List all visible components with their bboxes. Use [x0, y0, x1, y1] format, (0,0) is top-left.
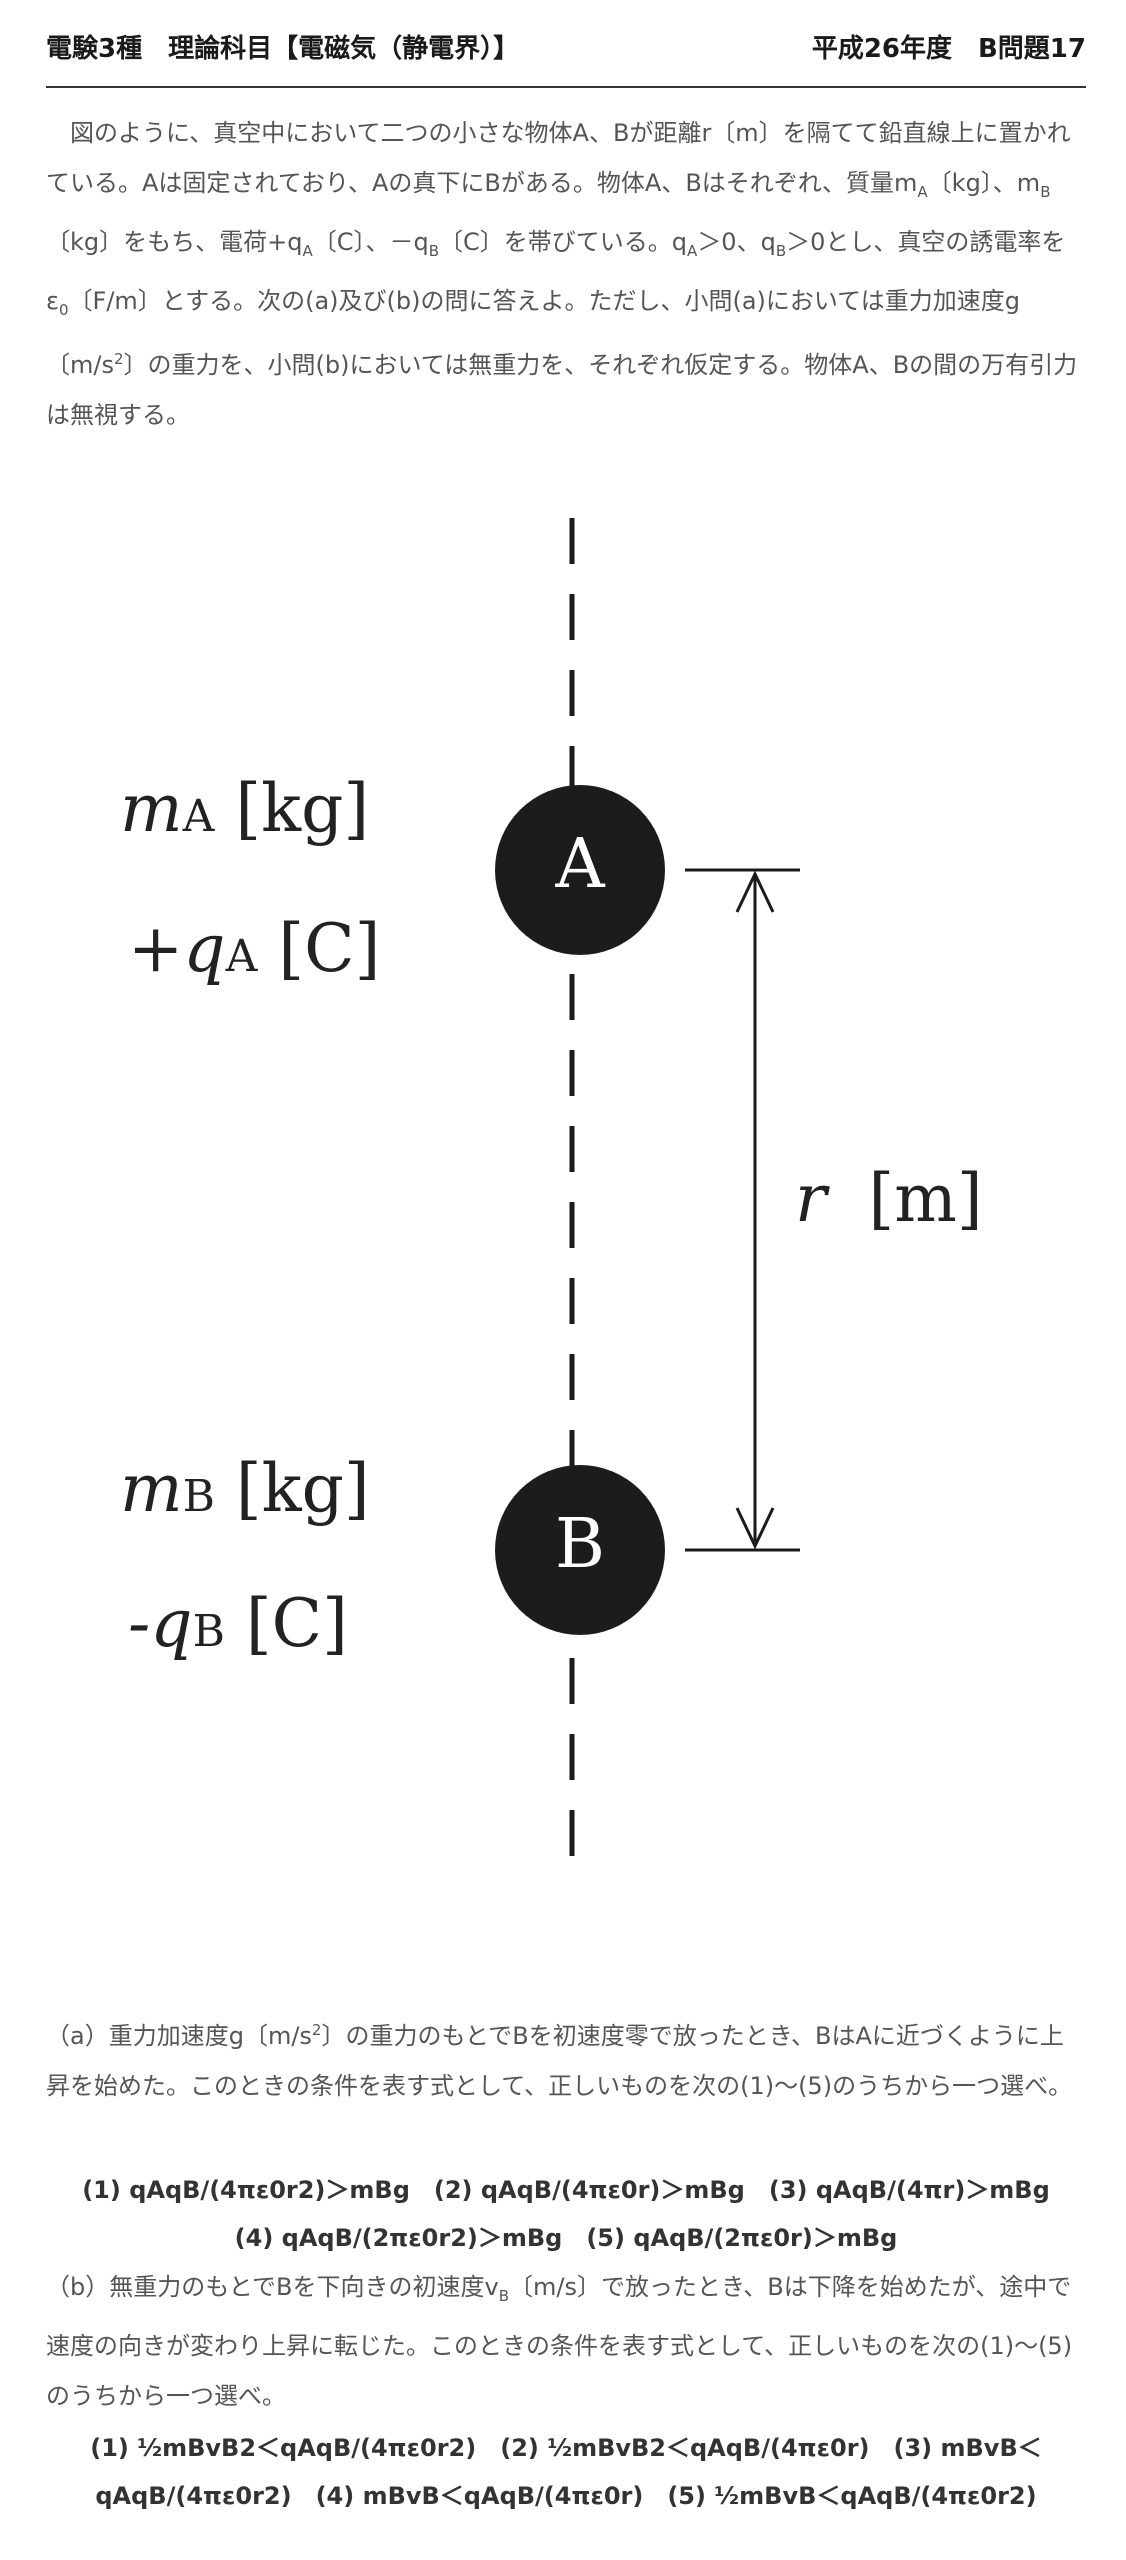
header-divider — [46, 86, 1086, 88]
mass-b-label: mB [kg] — [120, 1450, 370, 1527]
problem-figure: A B mA [kg] +qA [C] mB [kg] -qB [C] r [m… — [0, 470, 1126, 1910]
problem-intro: 図のように、真空中において二つの小さな物体A、Bが距離r〔m〕を隔てて鉛直線上に… — [46, 108, 1086, 440]
question-a: （a）重力加速度g〔m/s2〕の重力のもとでBを初速度零で放ったとき、BはAに近… — [46, 2005, 1086, 2111]
ball-b-letter: B — [555, 1505, 605, 1584]
subject-title: 電験3種 理論科目【電磁気（静電界）】 — [46, 34, 520, 64]
charge-b-label: -qB [C] — [128, 1585, 348, 1662]
object-a-ball — [495, 785, 665, 955]
choices-a-line-2: (4) qAqB/(2πε0r2)＞mBg (5) qAqB/(2πε0r)＞m… — [234, 2224, 898, 2252]
choices-b-line-1: (1) ½mBvB2＜qAqB/(4πε0r2) (2) ½mBvB2＜qAqB… — [90, 2434, 1042, 2462]
page-header: 電験3種 理論科目【電磁気（静電界）】 平成26年度 B問題17 — [46, 28, 1086, 65]
question-a-text: （a）重力加速度g〔m/s2〕の重力のもとでBを初速度零で放ったとき、BはAに近… — [46, 2021, 1073, 2100]
question-b-text: （b）無重力のもとでBを下向きの初速度vB〔m/s〕で放ったとき、Bは下降を始め… — [46, 2273, 1073, 2410]
distance-arrow-head-top — [735, 870, 775, 913]
object-b-ball — [495, 1465, 665, 1635]
problem-id: 平成26年度 B問題17 — [811, 34, 1086, 64]
figure-drawing — [495, 518, 800, 1870]
choices-b: (1) ½mBvB2＜qAqB/(4πε0r2) (2) ½mBvB2＜qAqB… — [46, 2424, 1086, 2520]
question-b: （b）無重力のもとでBを下向きの初速度vB〔m/s〕で放ったとき、Bは下降を始め… — [46, 2262, 1086, 2421]
choices-b-line-2: qAqB/(4πε0r2) (4) mBvB＜qAqB/(4πε0r) (5) … — [95, 2482, 1037, 2510]
choices-a: (1) qAqB/(4πε0r2)＞mBg (2) qAqB/(4πε0r)＞m… — [46, 2166, 1086, 2262]
choices-a-line-1: (1) qAqB/(4πε0r2)＞mBg (2) qAqB/(4πε0r)＞m… — [82, 2176, 1050, 2204]
intro-text: 図のように、真空中において二つの小さな物体A、Bが距離r〔m〕を隔てて鉛直線上に… — [46, 119, 1078, 430]
charge-a-label: +qA [C] — [128, 910, 381, 987]
mass-a-label: mA [kg] — [120, 770, 370, 847]
distance-arrow-head-bottom — [735, 1507, 775, 1550]
ball-a-letter: A — [555, 825, 605, 904]
distance-label: r [m] — [795, 1160, 983, 1237]
